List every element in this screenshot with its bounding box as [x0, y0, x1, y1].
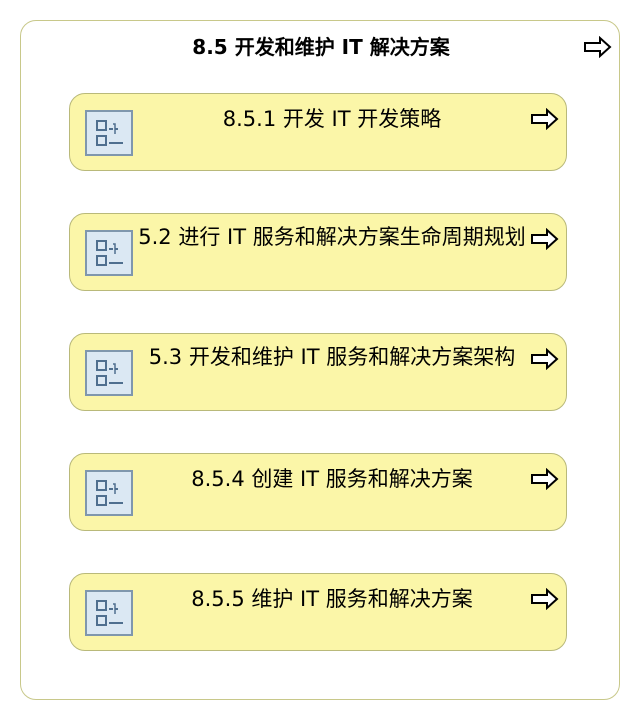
process-node[interactable]: 8.5.1 开发 IT 开发策略: [69, 93, 567, 171]
process-group: 8.5 开发和维护 IT 解决方案 8.5.1 开发 IT 开发策略 5.2 进…: [20, 20, 620, 700]
process-node[interactable]: 5.3 开发和维护 IT 服务和解决方案架构: [69, 333, 567, 411]
arrow-right-outline-icon[interactable]: [530, 588, 560, 610]
node-label: 8.5.1 开发 IT 开发策略: [222, 107, 442, 131]
node-label: 5.3 开发和维护 IT 服务和解决方案架构: [148, 345, 516, 369]
arrow-right-outline-icon[interactable]: [530, 108, 560, 130]
process-list-icon: [85, 230, 133, 276]
arrow-right-outline-icon[interactable]: [530, 348, 560, 370]
arrow-right-outline-icon[interactable]: [530, 228, 560, 250]
process-list-icon: [85, 110, 133, 156]
arrow-right-outline-icon[interactable]: [530, 468, 560, 490]
process-node[interactable]: 8.5.5 维护 IT 服务和解决方案: [69, 573, 567, 651]
process-list-icon: [85, 470, 133, 516]
group-title: 8.5 开发和维护 IT 解决方案: [192, 35, 450, 59]
process-node[interactable]: 8.5.4 创建 IT 服务和解决方案: [69, 453, 567, 531]
node-label: 8.5.4 创建 IT 服务和解决方案: [191, 467, 473, 491]
process-list-icon: [85, 590, 133, 636]
node-label: 5.2 进行 IT 服务和解决方案生命周期规划: [138, 225, 526, 249]
process-list-icon: [85, 350, 133, 396]
node-label: 8.5.5 维护 IT 服务和解决方案: [191, 587, 473, 611]
process-node[interactable]: 5.2 进行 IT 服务和解决方案生命周期规划: [69, 213, 567, 291]
arrow-right-outline-icon[interactable]: [583, 36, 613, 58]
